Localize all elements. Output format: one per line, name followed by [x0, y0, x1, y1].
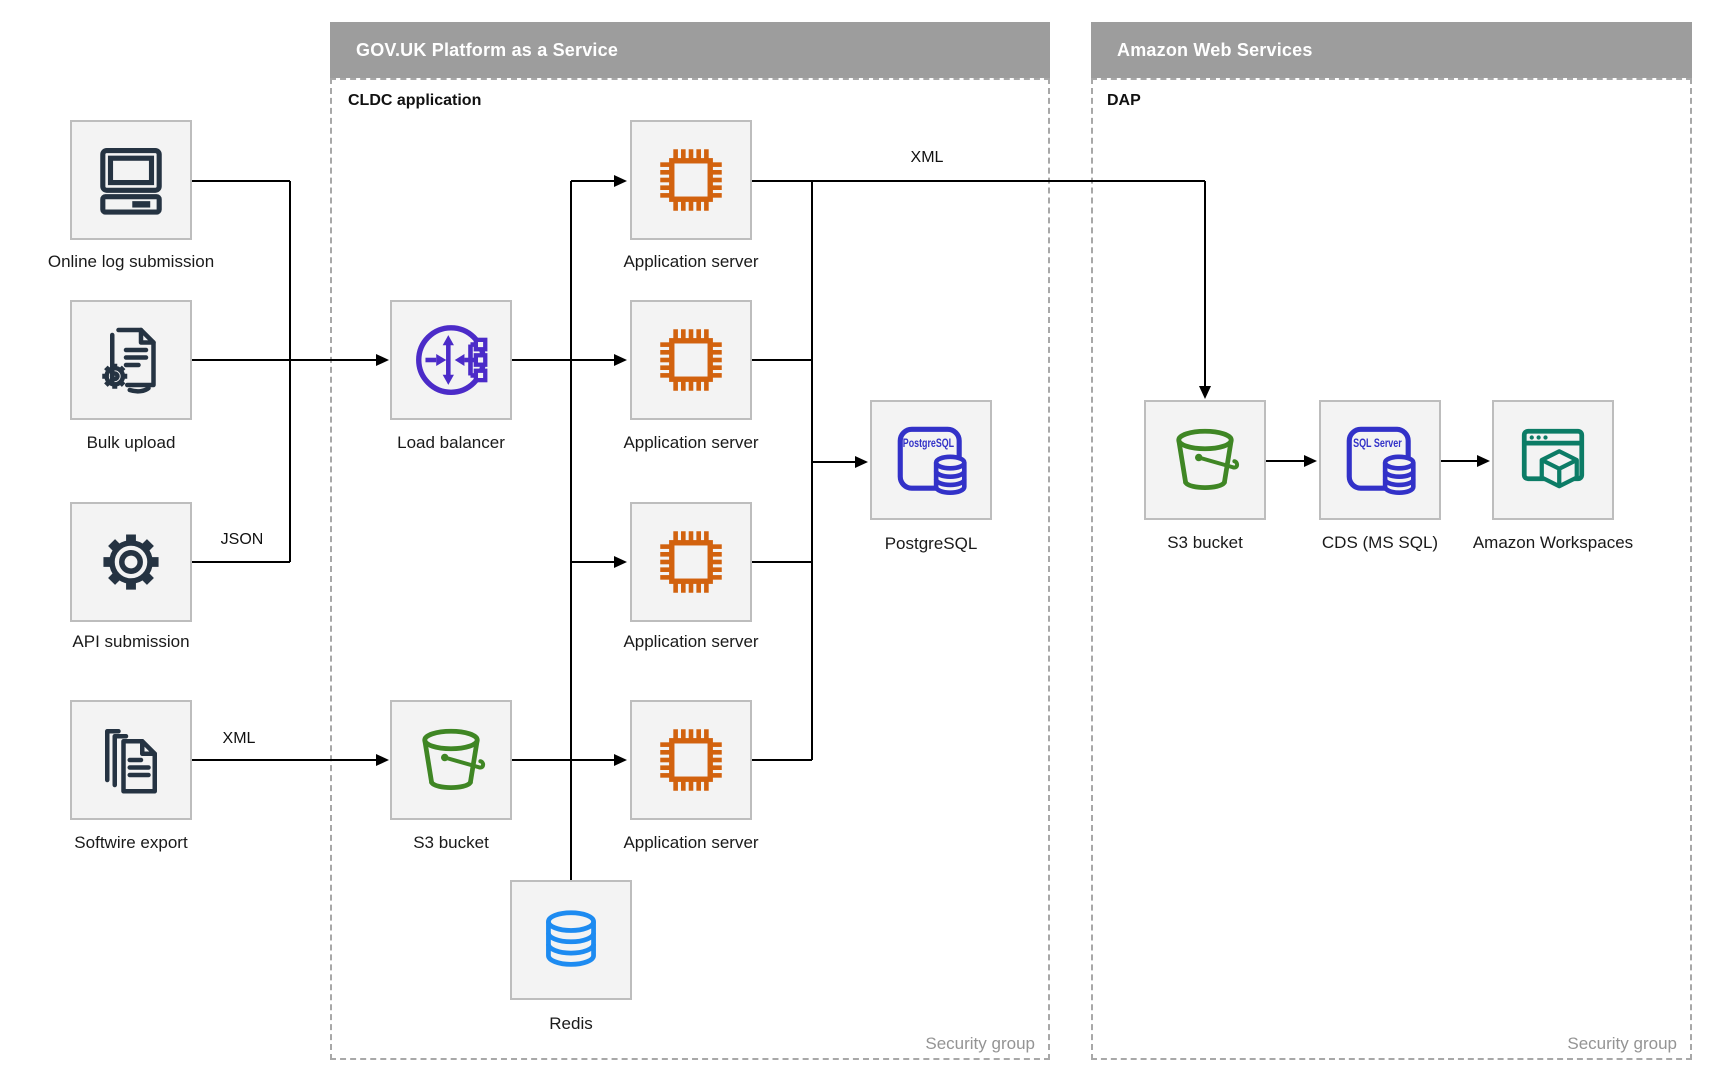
aws-section-subtitle: DAP — [1107, 92, 1141, 109]
s3-bucket-icon — [1176, 428, 1240, 491]
node-app-server-3 — [630, 502, 752, 622]
govuk-security-group-boundary — [330, 78, 1050, 1060]
node-label-workspaces: Amazon Workspaces — [1472, 533, 1634, 552]
node-s3-bucket-paas — [390, 700, 512, 820]
node-label-app-server-4: Application server — [623, 833, 759, 852]
node-label-postgresql: PostgreSQL — [884, 534, 978, 553]
node-postgresql: PostgreSQL — [870, 400, 992, 520]
chip-icon — [660, 329, 722, 391]
chip-icon — [660, 531, 722, 593]
govuk-section-title: GOV.UK Platform as a Service — [356, 39, 619, 60]
gear-icon — [103, 534, 159, 590]
node-label-bulk-upload: Bulk upload — [86, 433, 176, 452]
node-app-server-4 — [630, 700, 752, 820]
database-cylinder-icon — [546, 910, 596, 967]
node-s3-bucket-aws — [1144, 400, 1266, 520]
node-label-redis: Redis — [549, 1014, 593, 1033]
node-label-api-submission: API submission — [72, 632, 190, 651]
govuk-security-group-label: Security group — [925, 1034, 1035, 1053]
computer-icon — [100, 147, 162, 215]
node-load-balancer — [390, 300, 512, 420]
aws-section-title: Amazon Web Services — [1117, 39, 1313, 60]
load-balancer-icon — [416, 325, 488, 395]
govuk-section-subtitle: CLDC application — [348, 92, 482, 109]
sql-server-badge-text: SQL Server — [1353, 438, 1402, 450]
node-label-app-server-2: Application server — [623, 433, 759, 452]
node-app-server-1 — [630, 120, 752, 240]
sql-server-icon: SQL Server — [1346, 426, 1416, 495]
document-gear-icon — [102, 327, 156, 394]
aws-security-group-label: Security group — [1567, 1034, 1677, 1053]
node-amazon-workspaces — [1492, 400, 1614, 520]
node-bulk-upload — [70, 300, 192, 420]
postgresql-badge-text: PostgreSQL — [903, 438, 954, 450]
node-online-log-submission — [70, 120, 192, 240]
node-label-app-server-3: Application server — [623, 632, 759, 651]
node-label-softwire-export: Softwire export — [74, 833, 188, 852]
govuk-section-header: GOV.UK Platform as a Service — [330, 22, 1050, 78]
stacked-documents-icon — [105, 729, 157, 794]
node-label-app-server-1: Application server — [623, 252, 759, 271]
node-cds-mssql: SQL Server — [1319, 400, 1441, 520]
node-label-cds: CDS (MS SQL) — [1321, 533, 1439, 552]
node-app-server-2 — [630, 300, 752, 420]
chip-icon — [660, 149, 722, 211]
aws-security-group-boundary — [1091, 78, 1692, 1060]
node-label-load-balancer: Load balancer — [397, 433, 505, 452]
node-api-submission — [70, 502, 192, 622]
workspaces-icon — [1521, 428, 1585, 489]
aws-section-header: Amazon Web Services — [1091, 22, 1692, 78]
node-softwire-export — [70, 700, 192, 820]
edge-label-xml-softwire: XML — [222, 730, 256, 747]
node-label-s3-bucket-aws: S3 bucket — [1167, 533, 1243, 552]
node-label-s3-bucket-paas: S3 bucket — [413, 833, 489, 852]
edge-label-json: JSON — [220, 531, 264, 548]
s3-bucket-icon — [422, 728, 486, 791]
postgresql-icon: PostgreSQL — [897, 426, 967, 495]
node-label-online-log: Online log submission — [47, 252, 215, 271]
node-redis — [510, 880, 632, 1000]
chip-icon — [660, 729, 722, 791]
edge-label-xml-app: XML — [910, 149, 944, 166]
